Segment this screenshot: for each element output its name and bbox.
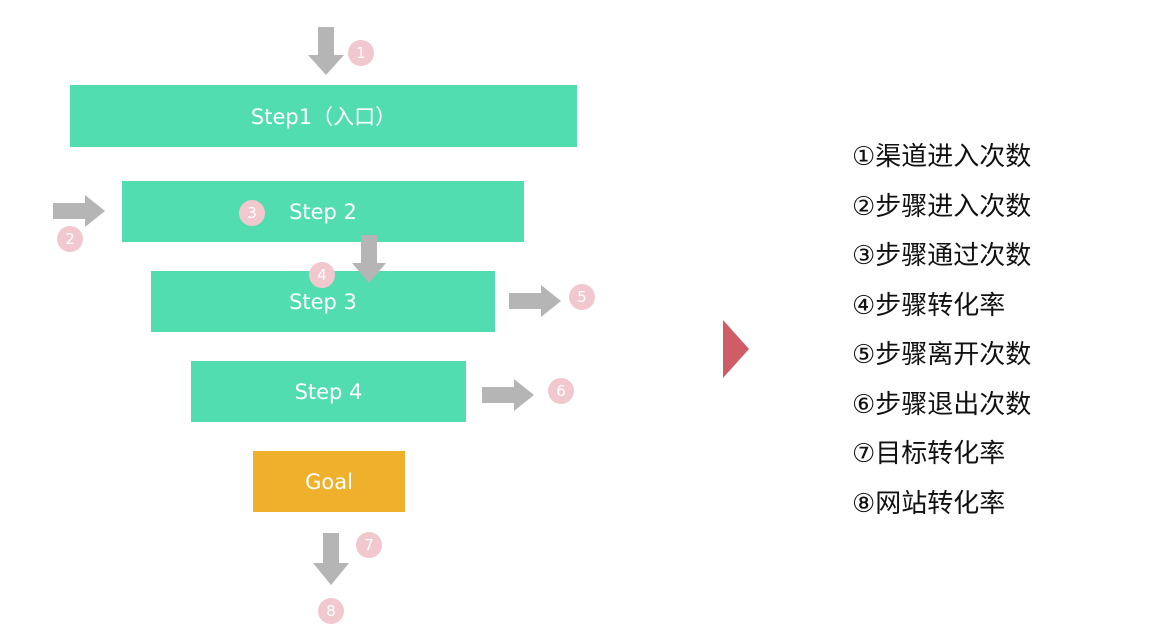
marker-5: 5 [569, 284, 595, 310]
marker-8: 8 [318, 598, 344, 624]
marker-4: 4 [309, 262, 335, 288]
metric-legend: ①渠道进入次数 ②步骤进入次数 ③步骤通过次数 ④步骤转化率 ⑤步骤离开次数 ⑥… [852, 137, 1031, 533]
legend-item: ⑤步骤离开次数 [852, 340, 1032, 370]
funnel-step-2: Step 2 [122, 181, 524, 242]
step-pass-arrow-icon [352, 235, 386, 283]
legend-item: ③步骤通过次数 [852, 241, 1032, 271]
legend-item: ④步骤转化率 [852, 290, 1006, 321]
goal-arrow-icon [313, 533, 349, 585]
legend-item: ②步骤进入次数 [852, 191, 1032, 222]
legend-item: ⑦目标转化率 [852, 439, 1006, 469]
funnel-goal: Goal [253, 451, 405, 512]
marker-1: 1 [348, 40, 374, 66]
marker-3: 3 [239, 200, 265, 226]
step-leave-arrow-icon [509, 285, 561, 317]
legend-item: ①渠道进入次数 [852, 142, 1032, 172]
play-triangle-icon [723, 320, 749, 378]
step-exit-arrow-icon [482, 379, 534, 411]
entry-arrow-icon [308, 27, 344, 75]
legend-item: ⑥步骤退出次数 [852, 389, 1032, 420]
marker-7: 7 [356, 532, 382, 558]
step-entry-arrow-icon [53, 195, 105, 227]
funnel-step-4: Step 4 [191, 361, 466, 422]
legend-item: ⑧网站转化率 [852, 488, 1006, 519]
funnel-step-1: Step1（入口） [70, 85, 577, 147]
marker-6: 6 [548, 378, 574, 404]
marker-2: 2 [57, 226, 83, 252]
